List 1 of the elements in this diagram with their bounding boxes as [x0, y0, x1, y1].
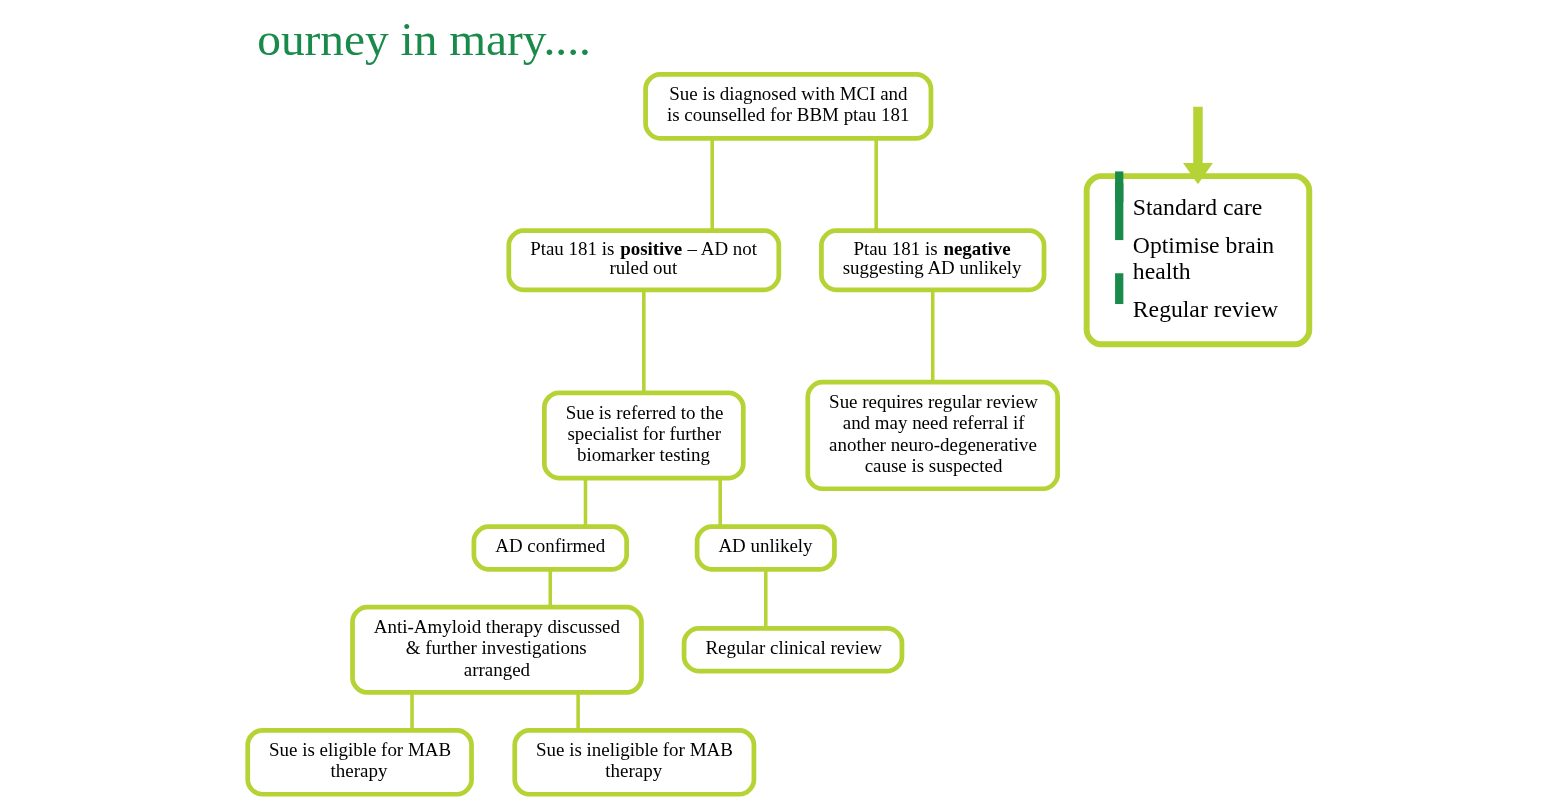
diagram-title: ourney in mary.... — [257, 13, 591, 66]
